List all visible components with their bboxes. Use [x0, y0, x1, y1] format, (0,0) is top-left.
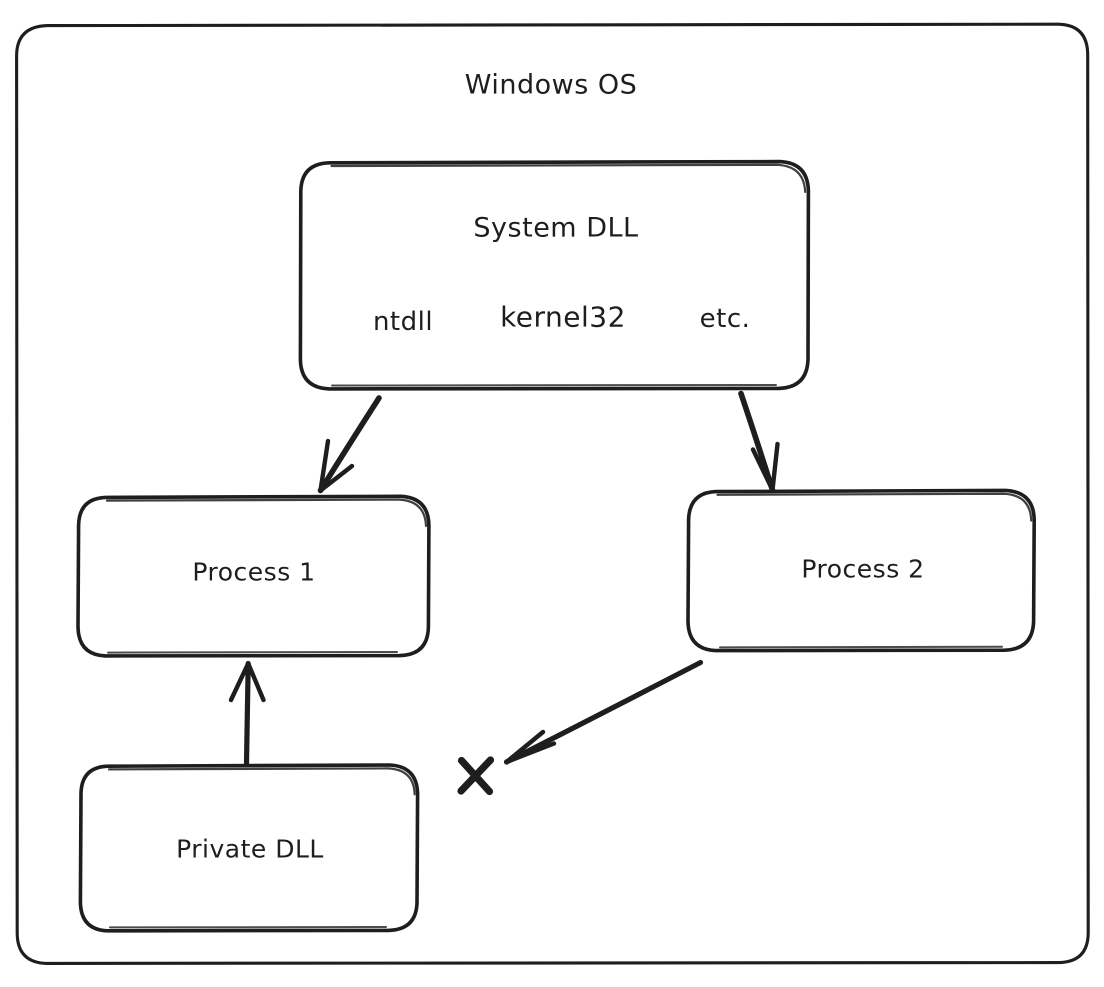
node-shape-system-dll[interactable] — [298, 159, 811, 391]
system-dll-title: System DLL — [473, 212, 639, 244]
process-1-label: Process 1 — [192, 557, 316, 587]
node-shape-process-1[interactable] — [76, 494, 431, 658]
blocked-marker-x-icon — [457, 756, 495, 796]
edge-systemdll-process2[interactable] — [738, 390, 780, 493]
edge-systemdll-process1[interactable] — [317, 395, 382, 494]
windows-os-title: Windows OS — [464, 69, 638, 101]
node-shape-private-dll[interactable] — [78, 763, 420, 933]
private-dll-label: Private DLL — [176, 834, 324, 864]
edge-privatedll-process1[interactable] — [228, 660, 266, 766]
node-shape-windows-os[interactable] — [15, 22, 1090, 965]
system-dll-sublabel-etc: etc. — [699, 304, 751, 334]
edge-process2-blocked[interactable] — [503, 659, 704, 765]
system-dll-sublabel-kernel32: kernel32 — [500, 300, 626, 334]
system-dll-sublabel-ntdll: ntdll — [372, 307, 434, 337]
node-shape-process-2[interactable] — [686, 488, 1036, 653]
process-2-label: Process 2 — [801, 554, 925, 584]
